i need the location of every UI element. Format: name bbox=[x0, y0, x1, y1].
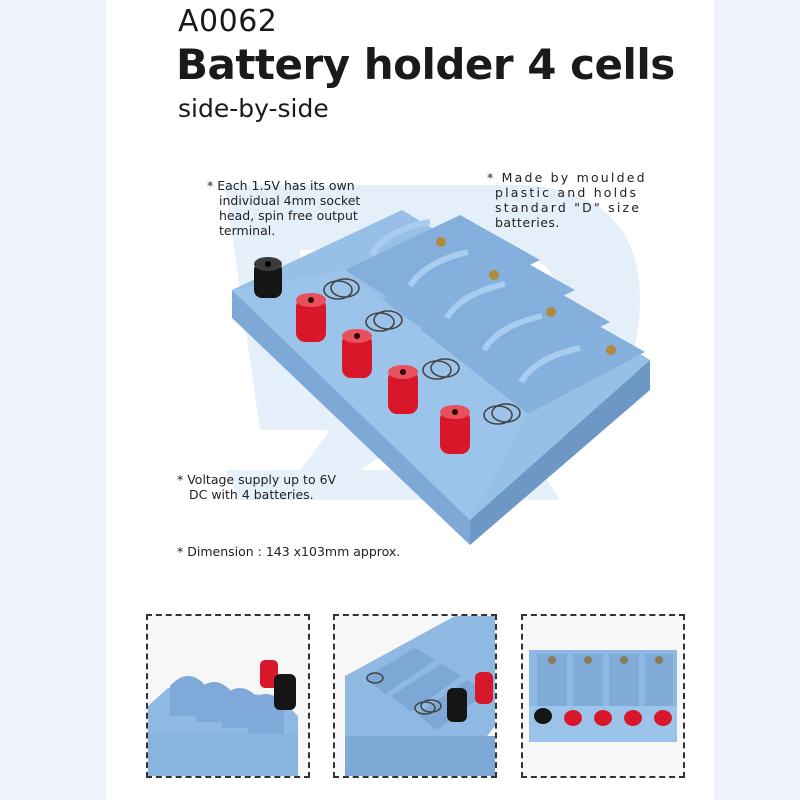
note-line: batteries. bbox=[495, 215, 560, 230]
note-line: standard "D" size bbox=[495, 200, 642, 215]
right-margin bbox=[714, 0, 800, 800]
note-line: * Made by moulded bbox=[487, 170, 647, 185]
terminal-red-1 bbox=[296, 293, 326, 342]
note-line: DC with 4 batteries. bbox=[189, 487, 314, 502]
battery-holder-angle-view bbox=[335, 616, 495, 776]
thumbnail-side-view[interactable] bbox=[146, 614, 310, 778]
note-voltage: * Voltage supply up to 6V DC with 4 batt… bbox=[177, 472, 336, 502]
thumbnail-top-view[interactable] bbox=[521, 614, 685, 778]
product-title: Battery holder 4 cells bbox=[176, 40, 675, 89]
note-line: terminal. bbox=[219, 223, 276, 238]
terminal-black bbox=[254, 257, 282, 298]
note-socket: * Each 1.5V has its own individual 4mm s… bbox=[207, 178, 457, 238]
note-line: * Each 1.5V has its own bbox=[207, 178, 355, 193]
thumbnail-angle-view[interactable] bbox=[333, 614, 497, 778]
terminal-red-2 bbox=[342, 329, 372, 378]
left-margin bbox=[0, 0, 106, 800]
note-dimension: * Dimension : 143 x103mm approx. bbox=[177, 544, 401, 559]
battery-holder-top-view bbox=[523, 616, 683, 776]
battery-holder-photo bbox=[225, 185, 650, 545]
terminal-red-4 bbox=[440, 405, 470, 454]
note-material: * Made by moulded plastic and holds stan… bbox=[487, 170, 662, 230]
note-line: head, spin free output bbox=[219, 208, 358, 223]
battery-holder-side-view bbox=[148, 616, 308, 776]
product-subtitle: side-by-side bbox=[178, 94, 329, 123]
product-code: A0062 bbox=[178, 4, 278, 39]
note-line: plastic and holds bbox=[495, 185, 639, 200]
note-line: individual 4mm socket bbox=[219, 193, 361, 208]
terminal-red-3 bbox=[388, 365, 418, 414]
note-line: * Voltage supply up to 6V bbox=[177, 472, 337, 487]
